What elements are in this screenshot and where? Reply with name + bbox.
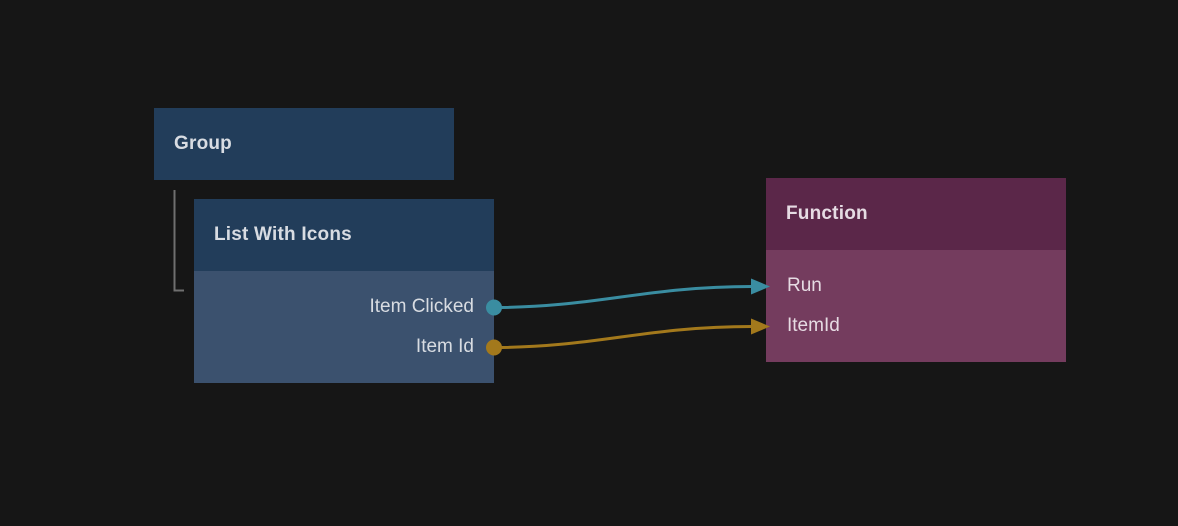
- edge-item-clicked-to-run[interactable]: [493, 285, 753, 309]
- output-row-item-clicked: Item Clicked: [194, 287, 494, 327]
- input-row-itemid: ItemId: [766, 306, 1066, 346]
- input-label-itemid: ItemId: [787, 315, 840, 336]
- node-group[interactable]: Group: [154, 108, 454, 180]
- output-label-item-clicked: Item Clicked: [369, 296, 474, 317]
- output-row-item-id: Item Id: [194, 327, 494, 367]
- output-label-item-id: Item Id: [415, 336, 474, 357]
- input-row-run: Run: [766, 266, 1066, 306]
- node-list-with-icons[interactable]: List With Icons Item Clicked Item Id: [194, 199, 494, 383]
- edge-item-id-to-itemid[interactable]: [493, 325, 753, 349]
- input-label-run: Run: [787, 275, 822, 296]
- node-list-with-icons-body: Item Clicked Item Id: [194, 271, 494, 383]
- node-list-with-icons-header[interactable]: List With Icons: [194, 199, 494, 271]
- node-group-header[interactable]: Group: [154, 108, 454, 180]
- node-list-with-icons-title: List With Icons: [214, 224, 352, 245]
- node-function-header[interactable]: Function: [766, 178, 1066, 250]
- node-function[interactable]: Function Run ItemId: [766, 178, 1066, 362]
- node-group-title: Group: [174, 133, 232, 154]
- hierarchy-connector-line: [173, 190, 184, 292]
- node-function-body: Run ItemId: [766, 250, 1066, 362]
- node-function-title: Function: [786, 203, 868, 224]
